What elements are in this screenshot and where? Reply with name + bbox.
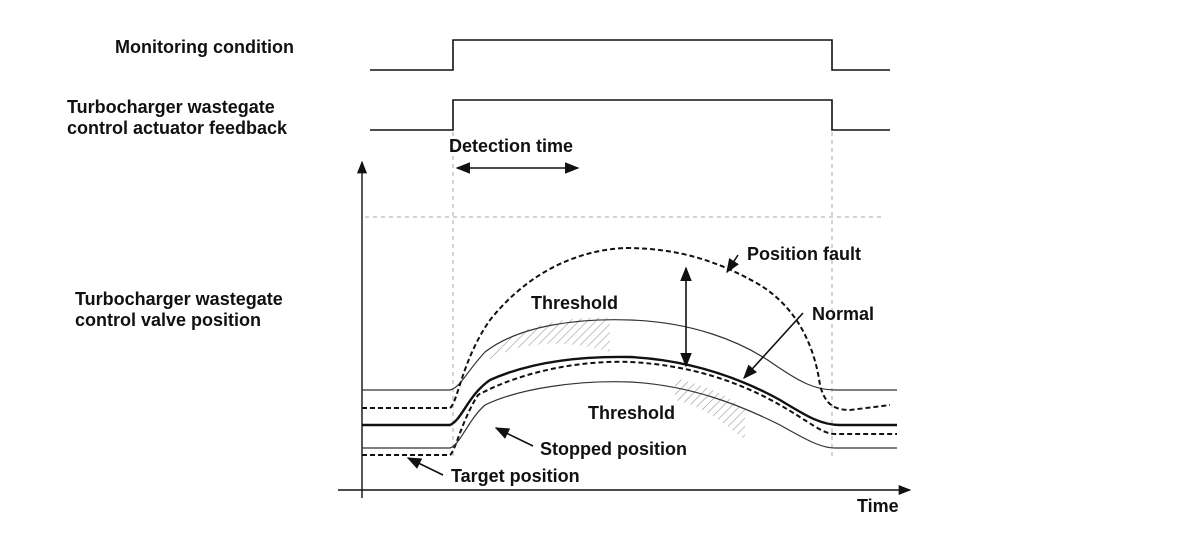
target-position-label: Target position [451,466,580,486]
monitoring-condition-signal [370,39,890,71]
stopped-position-label: Stopped position [540,439,687,459]
lower-threshold-line [362,381,897,449]
detection-time-label: Detection time [449,136,573,156]
position-fault-label: Position fault [747,244,861,264]
lower-threshold-hatch [675,378,745,440]
valve-position-label-line1: Turbocharger wastegate [75,289,283,309]
time-axis-label: Time [857,496,899,516]
stopped-position-pointer [494,427,534,447]
target-position-line [362,360,897,456]
upper-threshold-hatch [490,317,610,360]
actuator-feedback-label-line2: control actuator feedback [67,118,288,138]
actuator-feedback-label-line1: Turbocharger wastegate [67,97,275,117]
upper-threshold-label: Threshold [531,293,618,313]
position-fault-line [362,246,891,412]
position-fault-pointer [726,254,739,274]
upper-threshold-line [362,319,897,391]
lower-threshold-label: Threshold [588,403,675,423]
actuator-feedback-signal [370,99,890,131]
monitoring-condition-label: Monitoring condition [115,37,294,57]
normal-label: Normal [812,304,874,324]
normal-pointer [743,312,804,380]
target-position-pointer [406,457,444,476]
valve-position-label-line2: control valve position [75,310,261,330]
normal-line [362,355,897,427]
